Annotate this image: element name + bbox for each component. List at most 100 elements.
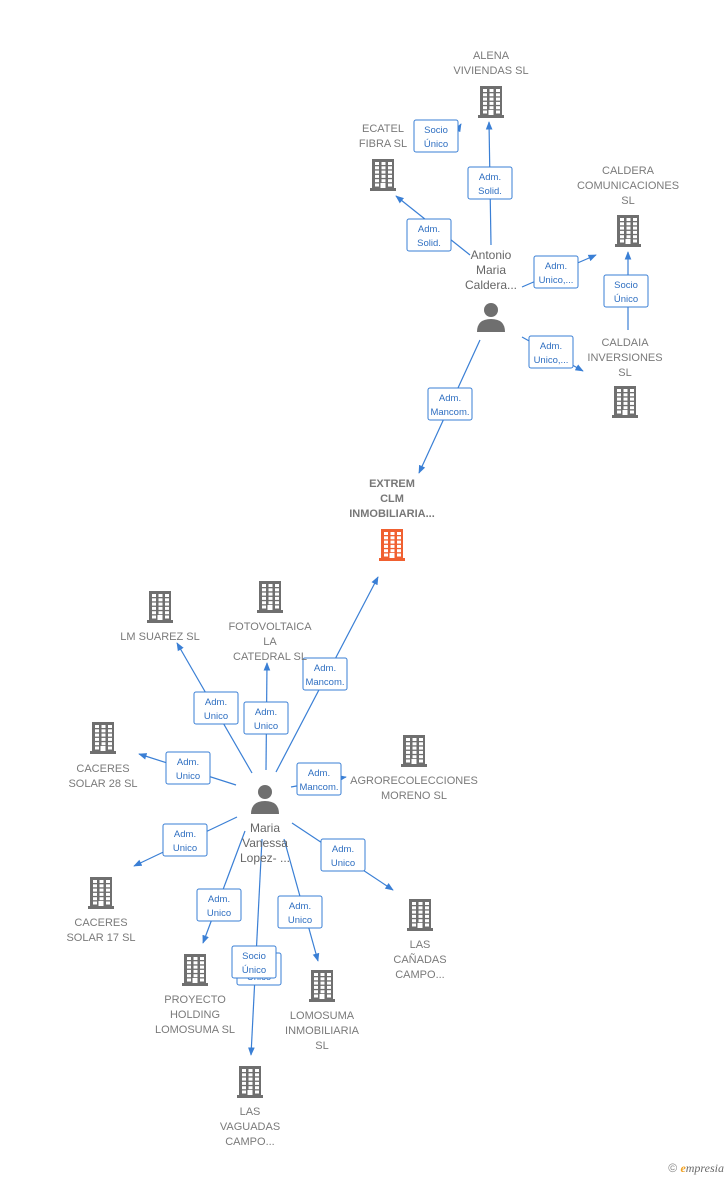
edge-label-text: Adm. <box>308 768 330 779</box>
edge-label-text: Adm. <box>174 829 196 840</box>
node-label: CACERES <box>74 917 127 929</box>
company-node[interactable]: LASVAGUADASCAMPO... <box>220 1066 280 1148</box>
edge-label-text: Adm. <box>177 757 199 768</box>
node-label: Antonio <box>471 248 512 262</box>
node-label: SOLAR 17 SL <box>66 932 135 944</box>
node-label: MORENO SL <box>381 790 447 802</box>
brand-logo[interactable]: empresia <box>680 1161 724 1175</box>
edge-label-text: Socio <box>424 125 448 136</box>
node-label: SL <box>618 367 631 379</box>
edge-label[interactable]: Adm.Mancom. <box>302 657 348 691</box>
edge-label[interactable]: Adm. Mancom. <box>296 762 342 796</box>
credit: © empresia <box>668 1161 724 1176</box>
company-node[interactable]: EXTREMCLMINMOBILIARIA... <box>349 478 435 561</box>
edge-label[interactable]: Adm. Unico <box>277 895 323 929</box>
node-label: INMOBILIARIA <box>285 1025 360 1037</box>
edge-label[interactable]: Adm. Solid. <box>406 218 452 252</box>
edge-label[interactable]: Adm.Unico <box>320 838 366 872</box>
building-icon <box>257 581 283 613</box>
edge-label-text: Socio <box>614 280 638 291</box>
node-label: ALENA <box>473 50 510 62</box>
node-label: HOLDING <box>170 1009 220 1021</box>
edge-label-text: Solid. <box>417 238 441 249</box>
edge-label-text: Mancom. <box>305 677 344 688</box>
edge-label-text: Adm. <box>208 894 230 905</box>
edge-label-box <box>231 945 277 979</box>
edge-label-text: Unico <box>207 908 231 919</box>
edge-label-text: Adm. <box>289 901 311 912</box>
node-label: LOMOSUMA SL <box>155 1024 235 1036</box>
edge-label-box <box>165 751 211 785</box>
building-icon <box>370 159 396 191</box>
edge-label-box <box>413 119 459 153</box>
company-node[interactable]: LOMOSUMA INMOBILIARIA SL <box>285 970 360 1052</box>
edge-label[interactable]: Adm.Mancom. <box>427 387 473 421</box>
company-node[interactable]: LM SUAREZ SL <box>120 591 200 643</box>
edge-label[interactable]: Adm.Unico,... <box>528 335 574 369</box>
node-label: LAS <box>240 1106 261 1118</box>
node-label: Vanessa <box>242 836 288 850</box>
node-label: Lopez- ... <box>240 851 290 865</box>
node-label: PROYECTO <box>164 994 226 1006</box>
edge-label[interactable]: Adm.Solid. <box>467 166 513 200</box>
building-icon <box>90 722 116 754</box>
node-label: CAMPO... <box>225 1136 275 1148</box>
edge-label-box <box>162 823 208 857</box>
node-label: COMUNICACIONES <box>577 180 679 192</box>
company-node[interactable]: CACERES SOLAR 17 SL <box>66 877 136 944</box>
edge-label-text: Mancom. <box>299 782 338 793</box>
edge-arrow <box>202 830 246 944</box>
edge-label[interactable]: Adm. Unico <box>196 888 242 922</box>
person-node[interactable]: MariaVanessaLopez- ... <box>240 785 290 865</box>
node-label: SL <box>315 1040 328 1052</box>
edge-label[interactable]: Adm.Unico,... <box>533 255 579 289</box>
node-label: LAS <box>410 939 431 951</box>
edge-label-text: Adm. <box>255 707 277 718</box>
node-label: SOLAR 28 SL <box>68 778 137 790</box>
building-icon <box>478 86 504 118</box>
node-label: CATEDRAL SL <box>233 651 307 663</box>
edge-label-text: Adm. <box>545 261 567 272</box>
node-label: SL <box>621 195 634 207</box>
node-label: INVERSIONES <box>587 352 662 364</box>
node-label: CACERES <box>76 763 129 775</box>
node-label: Maria <box>250 821 280 835</box>
building-icon <box>309 970 335 1002</box>
node-label: INMOBILIARIA... <box>349 508 435 520</box>
edge-label-text: Adm. <box>418 224 440 235</box>
edge-label[interactable]: Adm.Unico <box>165 751 211 785</box>
edge-label-text: Unico <box>288 915 312 926</box>
company-node[interactable]: PROYECTO HOLDING LOMOSUMA SL <box>155 954 235 1036</box>
node-label: LA <box>263 636 277 648</box>
node-label: AGRORECOLECCIONES <box>350 775 478 787</box>
edge-label[interactable]: Adm.Unico <box>243 701 289 735</box>
edge-label-text: Socio <box>242 951 266 962</box>
node-label: FIBRA SL <box>359 138 407 150</box>
edge-label-box <box>467 166 513 200</box>
company-node[interactable]: CACERES SOLAR 28 SL <box>68 722 138 790</box>
edge-label-box <box>193 691 239 725</box>
node-label: LM SUAREZ SL <box>120 631 199 643</box>
company-node[interactable]: AGRORECOLECCIONES MORENO SL <box>350 735 478 802</box>
person-icon <box>477 303 505 332</box>
edge-label-box <box>320 838 366 872</box>
edge-label-box <box>427 387 473 421</box>
node-label: Caldera... <box>465 278 517 292</box>
node-label: Maria <box>476 263 506 277</box>
building-icon <box>379 529 405 561</box>
building-icon <box>182 954 208 986</box>
company-node[interactable]: LASCAÑADASCAMPO... <box>393 899 447 981</box>
edge-label[interactable]: Adm.Unico <box>162 823 208 857</box>
node-label: LOMOSUMA <box>290 1010 355 1022</box>
edge-label[interactable]: Adm.Unico <box>193 691 239 725</box>
person-node[interactable]: AntonioMariaCaldera... <box>465 248 517 332</box>
